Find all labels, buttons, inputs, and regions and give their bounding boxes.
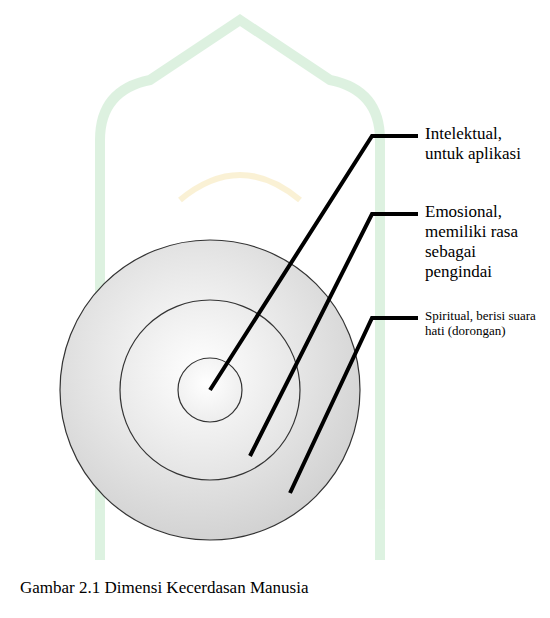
leader-line [290,318,418,493]
figure-caption: Gambar 2.1 Dimensi Kecerdasan Manusia [20,578,308,598]
callout-label: Spiritual, berisi suara hati (dorongan) [425,309,543,339]
callout-label: Emosional, memiliki rasa sebagai pengind… [425,202,525,282]
leader-line [210,136,418,390]
leader-line [250,214,418,456]
callout-label: Intelektual, untuk aplikasi [425,124,525,164]
